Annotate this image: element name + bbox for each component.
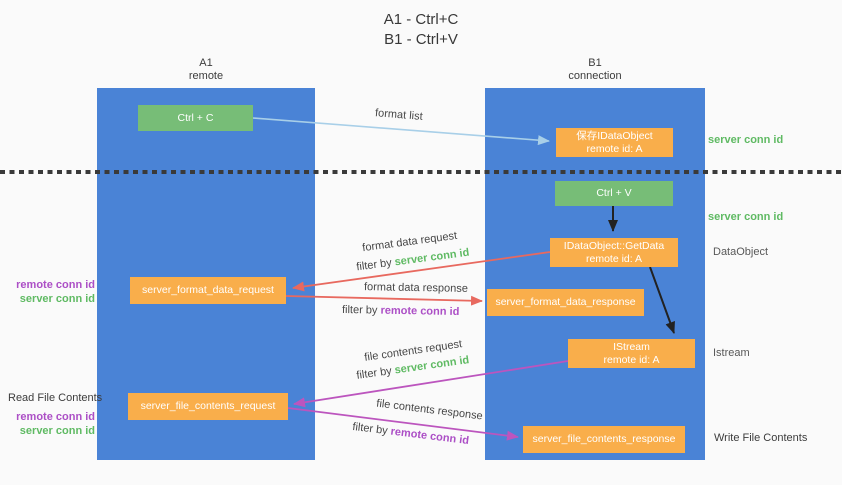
right-lane-header-line1: B1 (588, 57, 602, 69)
diagram-title: A1 - Ctrl+C B1 - Ctrl+V (0, 10, 842, 50)
node-ctrl-c: Ctrl + C (138, 105, 253, 131)
format-data-response-arrow (285, 295, 483, 306)
node-server-file-contents-response-label: server_file_contents_response (532, 433, 676, 445)
format-data-response-label: format data response (363, 281, 469, 295)
node-server-file-contents-response: server_file_contents_response (523, 426, 685, 453)
left-conn-id-stack-mid: remote conn id server conn id (5, 278, 95, 306)
node-server-format-data-response: server_format_data_response (487, 289, 644, 316)
node-server-file-contents-request: server_file_contents_request (128, 393, 288, 420)
title-line-2: B1 - Ctrl+V (384, 31, 458, 48)
node-save-idataobject: 保存IDataObject remote id: A (556, 128, 673, 157)
left-conn-id-stack-bottom: remote conn id server conn id (5, 410, 95, 438)
node-server-format-data-response-label: server_format_data_response (495, 296, 636, 308)
remote-conn-id-text: remote conn id (380, 304, 460, 319)
node-save-idataobject-line1: 保存IDataObject (576, 129, 653, 142)
write-file-contents-label: Write File Contents (714, 432, 808, 444)
node-istream: IStream remote id: A (568, 339, 695, 368)
file-contents-request-arrow (293, 360, 569, 408)
format-list-arrow (252, 117, 550, 146)
node-ctrl-v: Ctrl + V (555, 181, 673, 206)
server-conn-id-left-bottom: server conn id (19, 425, 95, 437)
node-save-idataobject-line2: remote id: A (586, 142, 643, 155)
node-istream-line2: remote id: A (603, 353, 660, 366)
format-data-request-arrow (292, 251, 551, 292)
dataobject-label: DataObject (713, 246, 769, 258)
node-istream-line1: IStream (613, 340, 650, 353)
right-lane-header: B1 connection (545, 57, 645, 83)
node-server-format-data-request-label: server_format_data_request (142, 284, 274, 296)
node-idataobject-getdata-line2: remote id: A (585, 252, 643, 265)
read-file-contents-label: Read File Contents (8, 392, 103, 404)
file-contents-response-arrow (287, 407, 519, 441)
left-lane-header: A1 remote (156, 57, 256, 83)
node-idataobject-getdata-line1: IDataObject::GetData (563, 239, 665, 252)
remote-conn-id-left-mid: remote conn id (16, 279, 95, 291)
node-idataobject-getdata: IDataObject::GetData remote id: A (550, 238, 678, 267)
node-server-file-contents-request-label: server_file_contents_request (140, 400, 276, 412)
getdata-to-istream-arrow (649, 266, 675, 334)
left-lane-header-line2: remote (188, 70, 224, 82)
filter-by-text: filter by (341, 303, 381, 317)
machine-separator-dotted-line (0, 170, 842, 174)
node-server-format-data-request: server_format_data_request (130, 277, 286, 304)
server-conn-id-right-mid: server conn id (708, 211, 784, 223)
node-ctrl-v-label: Ctrl + V (596, 187, 632, 199)
left-lane-header-line1: A1 (199, 57, 213, 69)
server-conn-id-left-mid: server conn id (19, 293, 95, 305)
istream-side-label: Istream (713, 347, 750, 359)
title-line-1: A1 - Ctrl+C (383, 11, 459, 28)
node-ctrl-c-label: Ctrl + C (177, 111, 214, 124)
server-conn-id-right-top: server conn id (708, 134, 784, 146)
right-lane-header-line2: connection (568, 70, 622, 82)
format-data-response-filter-label: filter by remote conn id (342, 304, 460, 318)
remote-conn-id-left-bottom: remote conn id (16, 411, 95, 423)
